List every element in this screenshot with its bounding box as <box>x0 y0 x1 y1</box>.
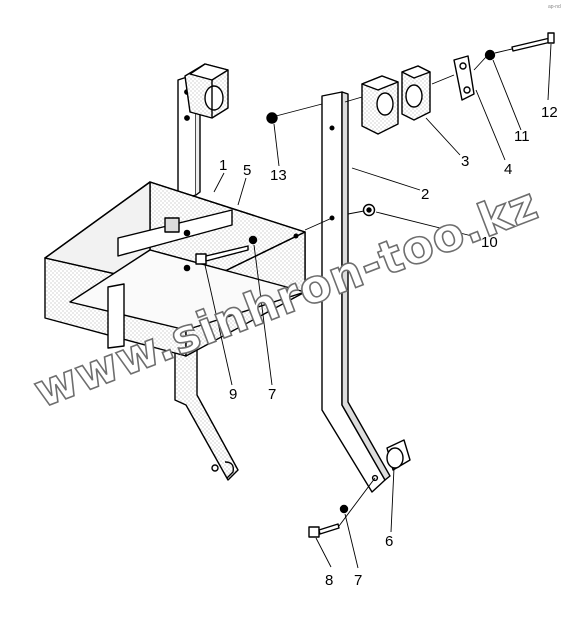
nut-part-13 <box>266 112 278 124</box>
bolt-part-9 <box>195 245 249 265</box>
nut-part-11 <box>484 49 496 61</box>
callout-8: 8 <box>325 572 333 589</box>
bolt-part-12 <box>511 32 555 52</box>
assembly-lines <box>275 48 513 527</box>
callout-12: 12 <box>541 104 558 121</box>
washer-part-7-upper <box>248 235 258 245</box>
right-bracket-part-2 <box>321 91 391 493</box>
callout-7-upper: 7 <box>268 386 276 403</box>
callouts: 1 5 13 2 3 4 11 12 10 9 7 6 8 7 <box>219 104 558 589</box>
callout-4: 4 <box>504 161 512 178</box>
plate-part-4 <box>453 55 475 101</box>
left-clamp-block <box>184 63 229 119</box>
callout-6: 6 <box>385 533 393 550</box>
clamp-part-3 <box>361 65 431 135</box>
leader-lines <box>204 43 552 569</box>
callout-2: 2 <box>421 186 429 203</box>
bolt-part-8 <box>308 523 340 538</box>
corner-mark: ap-nd <box>548 4 561 10</box>
callout-10: 10 <box>481 234 498 251</box>
callout-3: 3 <box>461 153 469 170</box>
callout-11: 11 <box>514 128 530 145</box>
callout-7-lower: 7 <box>354 572 362 589</box>
bumper-part-6 <box>386 439 411 471</box>
callout-9: 9 <box>229 386 237 403</box>
callout-5: 5 <box>243 162 251 179</box>
callout-1: 1 <box>219 157 227 174</box>
tray-box-part-1 <box>44 181 306 357</box>
washer-part-7-lower <box>339 504 349 514</box>
callout-13: 13 <box>270 167 287 184</box>
